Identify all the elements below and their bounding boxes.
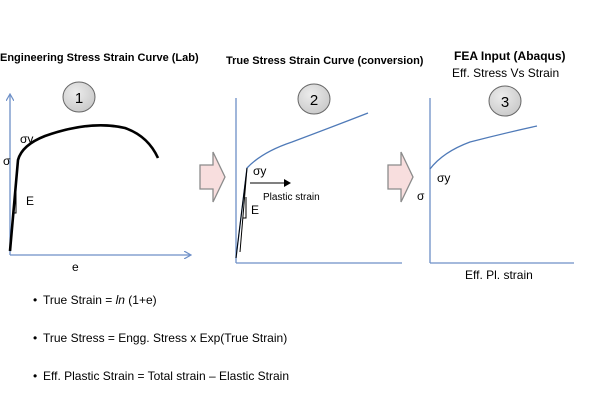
formula-pre: True Strain = <box>43 293 116 307</box>
panel2-number: 2 <box>310 92 318 109</box>
flow-arrow-2 <box>387 151 414 203</box>
formula-item-eff-plastic: • Eff. Plastic Strain = Total strain – E… <box>33 369 289 407</box>
formula-item-true-stress: • True Stress = Engg. Stress x Exp(True … <box>33 331 289 369</box>
panel2-chart: σy E Plastic strain 2 <box>235 83 402 264</box>
formula-text: Eff. Plastic Strain = Total strain – Ela… <box>43 369 289 383</box>
panel2-title: True Stress Strain Curve (conversion) <box>226 55 424 67</box>
panel3-flow-curve <box>429 125 538 170</box>
bullet-dot: • <box>33 369 38 383</box>
panel2-e-label: E <box>251 203 259 217</box>
panel2-true-curve <box>235 112 369 259</box>
panel3-subtitle: Eff. Stress Vs Strain <box>452 66 560 80</box>
formula-post: (1+e) <box>124 293 157 307</box>
panel1-x-label: e <box>72 260 79 274</box>
panel3-sigma-y-label: σy <box>437 171 450 185</box>
formula-item-true-strain: • True Strain = ln (1+e) <box>33 293 289 331</box>
panel3-x-label: Eff. Pl. strain <box>465 268 533 282</box>
panel1-sigma-y-label: σy <box>20 132 33 146</box>
formula-text: True Strain = ln (1+e) <box>43 293 157 307</box>
panel2-elastic-line <box>235 167 248 259</box>
panel1-modulus-triangle <box>13 186 17 214</box>
formula-text: True Stress = Engg. Stress x Exp(True St… <box>43 331 288 345</box>
bullet-dot: • <box>33 331 38 345</box>
panel1-e-label: E <box>26 194 34 208</box>
panel1-eng-curve <box>8 124 160 252</box>
bullet-dot: • <box>33 293 38 307</box>
panel1-title: Engineering Stress Strain Curve (Lab) <box>0 52 199 64</box>
panel1-number-circle <box>62 81 96 113</box>
panel3-chart: σ σy 3 <box>417 85 574 264</box>
panel3-number: 3 <box>501 94 509 111</box>
panel2-number-badge: 2 <box>297 83 331 115</box>
panel3-sigma-label: σ <box>417 189 425 203</box>
panel1-number-badge: 1 <box>62 81 96 113</box>
panel2-modulus-triangle <box>243 197 247 219</box>
panel1-sigma-label: σ <box>3 154 11 168</box>
panel3-number-badge: 3 <box>488 85 522 117</box>
panel1-chart: σ σy E e 1 <box>3 81 190 274</box>
panel2-sigma-y-label: σy <box>253 164 266 178</box>
panel2-number-circle <box>297 83 331 115</box>
panel3-number-circle <box>488 85 522 117</box>
panel3-title: FEA Input (Abaqus) <box>454 49 566 63</box>
panel2-plastic-label: Plastic strain <box>263 192 320 203</box>
formula-ln: ln <box>115 293 125 307</box>
flow-arrow-1 <box>199 151 226 203</box>
stress-strain-diagram: σ σy E e 1 σy E Plastic strain 2 σ σy <box>3 81 574 274</box>
formula-list: • True Strain = ln (1+e) • True Stress =… <box>33 293 289 407</box>
panel1-number: 1 <box>75 90 83 107</box>
